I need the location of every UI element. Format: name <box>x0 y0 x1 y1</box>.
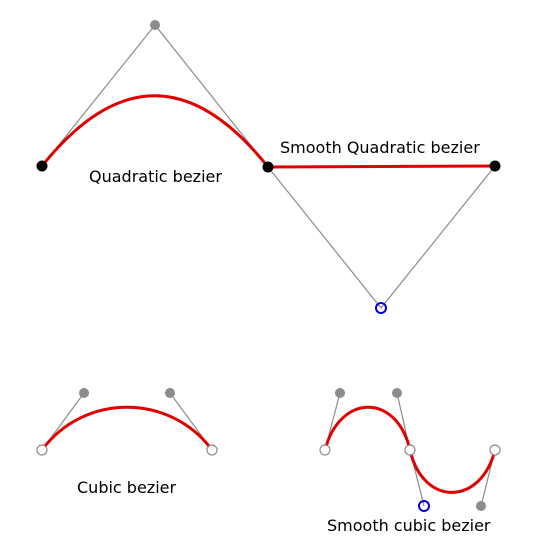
smooth-quadratic-end-point <box>489 160 501 172</box>
quadratic-figure: Quadratic bezier Smooth Quadratic bezier <box>36 20 501 314</box>
smooth-quadratic-reflected-point <box>375 302 387 314</box>
smooth-cubic-control-point-3 <box>476 501 486 511</box>
cubic-curve <box>40 405 214 452</box>
smooth-cubic-start-point <box>319 444 331 456</box>
smooth-cubic-label: Smooth cubic bezier <box>327 516 491 535</box>
smooth-cubic-end-point <box>489 444 501 456</box>
smooth-cubic-figure: Smooth cubic bezier <box>319 388 501 535</box>
smooth-cubic-control-point-2 <box>392 388 402 398</box>
quadratic-label: Quadratic bezier <box>89 167 222 186</box>
cubic-control-point-1 <box>79 388 89 398</box>
cubic-figure: Cubic bezier <box>36 388 218 497</box>
smooth-quadratic-curve <box>266 164 497 169</box>
cubic-end-point <box>206 444 218 456</box>
cubic-label: Cubic bezier <box>77 478 176 497</box>
quadratic-curve <box>40 94 270 169</box>
smooth-quadratic-control-polygon <box>267 165 496 309</box>
cubic-control-point-2 <box>165 388 175 398</box>
quadratic-control-point <box>150 20 160 30</box>
smooth-cubic-control-point-1 <box>335 388 345 398</box>
quadratic-start-point <box>36 160 48 172</box>
smooth-cubic-reflected-point <box>418 500 430 512</box>
smooth-quadratic-label: Smooth Quadratic bezier <box>280 138 480 157</box>
quadratic-join-point <box>262 161 274 173</box>
smooth-cubic-join-point <box>404 444 416 456</box>
cubic-start-point <box>36 444 48 456</box>
